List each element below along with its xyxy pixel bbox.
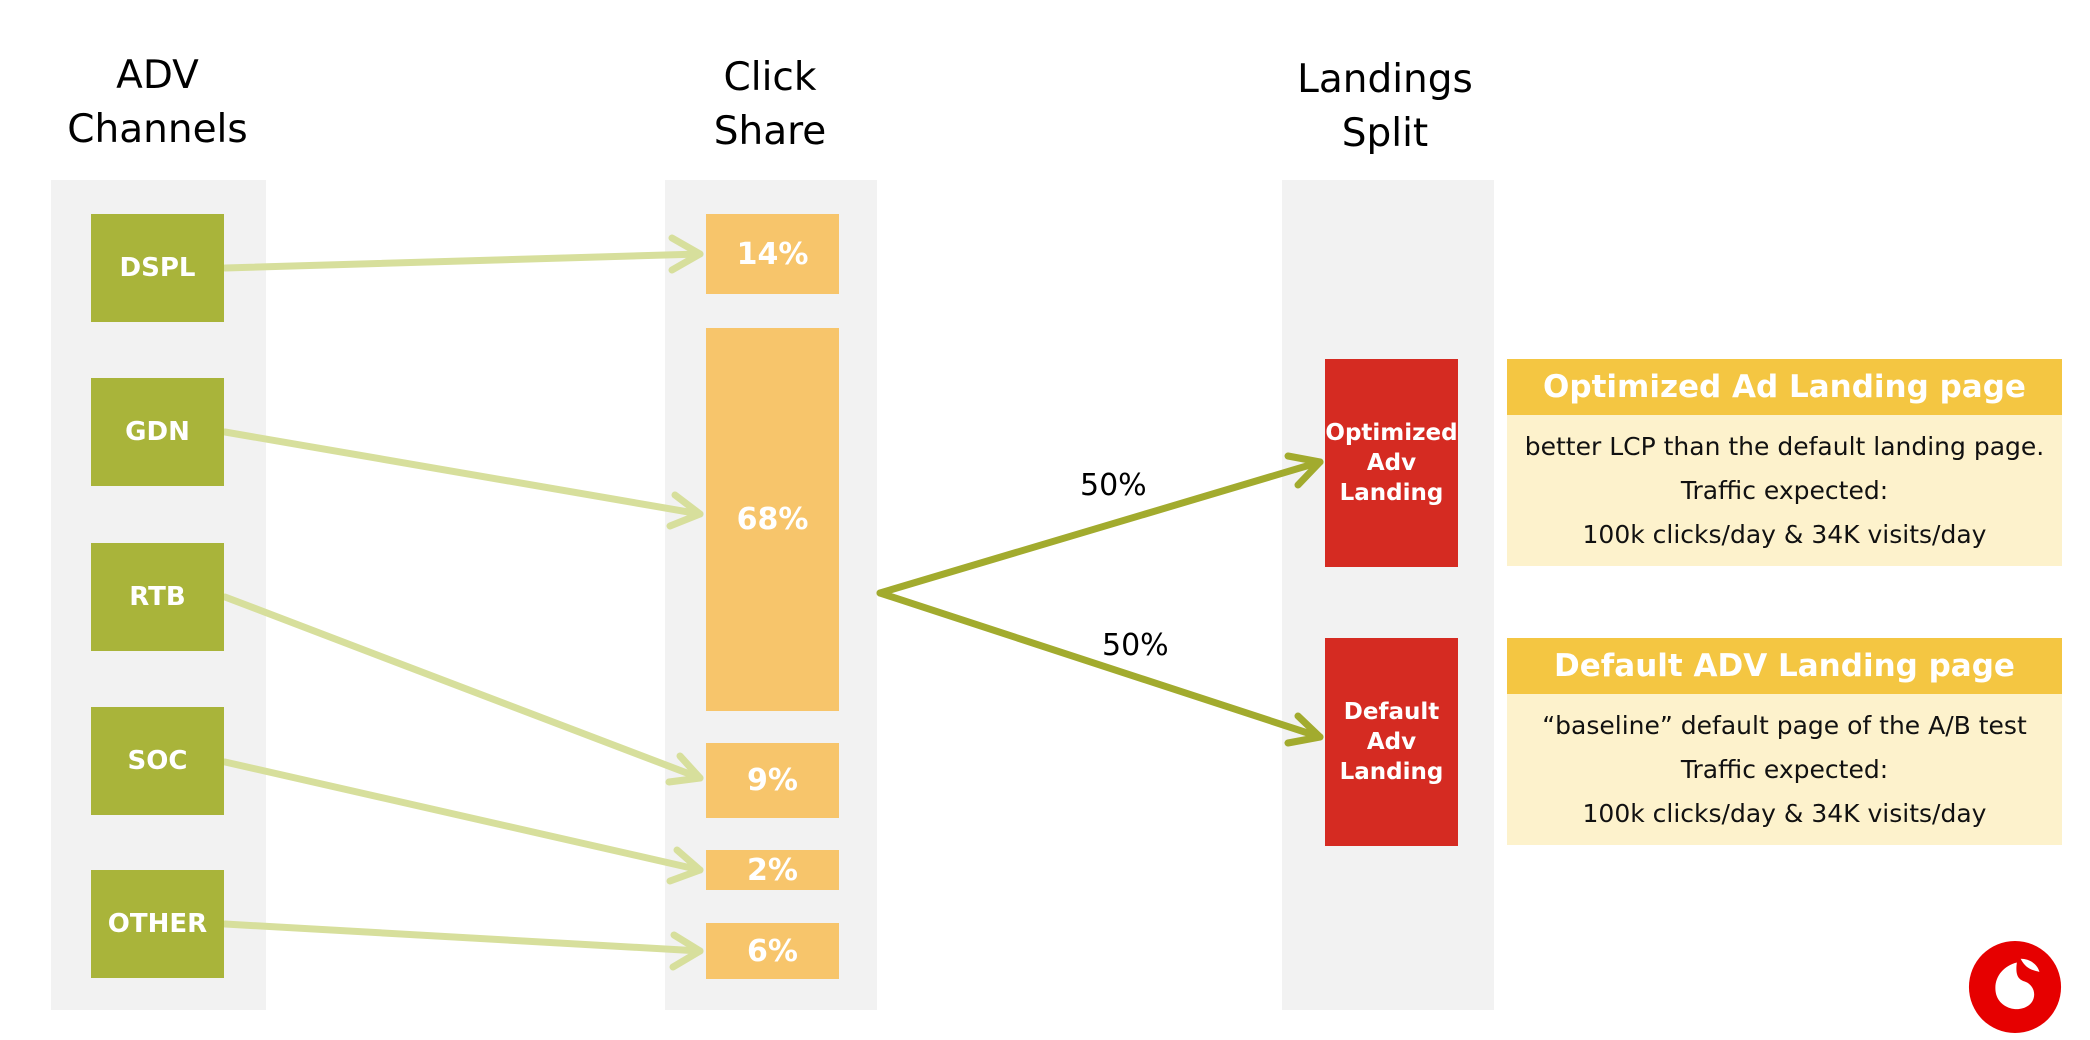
optimized-info-title: Optimized Ad Landing page: [1507, 359, 2062, 415]
arrowhead-other: [669, 931, 704, 971]
share-column-title: Click Share: [660, 51, 880, 159]
channel-soc: SOC: [91, 707, 224, 815]
channel-dspl: DSPL: [91, 214, 224, 322]
landings-title-line1: Landings: [1297, 57, 1473, 102]
optimized-info-line2: Traffic expected:: [1680, 475, 1889, 505]
optimized-info-line3: 100k clicks/day & 34K visits/day: [1582, 519, 1987, 549]
channels-title-line2: Channels: [67, 107, 248, 152]
landings-panel: [1282, 180, 1494, 1010]
landings-title-line2: Split: [1341, 111, 1429, 156]
landing-default-line2: Adv: [1366, 729, 1417, 755]
landing-default-line3: Landing: [1339, 759, 1444, 785]
share-soc: 2%: [706, 850, 839, 890]
landing-default-line1: Default: [1343, 699, 1440, 725]
channel-rtb-label: RTB: [129, 582, 186, 612]
landings-column-title: Landings Split: [1270, 53, 1500, 161]
landing-optimized: Optimized Adv Landing: [1325, 359, 1458, 567]
share-gdn-label: 68%: [736, 502, 809, 537]
share-rtb: 9%: [706, 743, 839, 818]
share-title-line1: Click: [723, 55, 817, 100]
channel-to-share-arrows: [221, 234, 704, 971]
arrow-dspl: [221, 250, 704, 272]
channel-dspl-label: DSPL: [119, 253, 196, 283]
arrow-to-default: [876, 589, 1324, 741]
landing-default: Default Adv Landing: [1325, 638, 1458, 846]
arrowhead-default: [1284, 712, 1324, 747]
share-gdn: 68%: [706, 328, 839, 711]
vodafone-logo-icon: [1968, 940, 2062, 1034]
default-info-body: “baseline” default page of the A/B test …: [1507, 694, 2062, 845]
arrowhead-optimized: [1284, 452, 1324, 489]
default-info-title: Default ADV Landing page: [1507, 638, 2062, 694]
arrowhead-dspl: [668, 234, 704, 274]
channel-gdn: GDN: [91, 378, 224, 486]
arrow-other: [221, 920, 704, 955]
arrow-to-optimized: [876, 458, 1324, 597]
split-arrows: [876, 452, 1324, 747]
channel-soc-label: SOC: [127, 746, 188, 776]
share-dspl: 14%: [706, 214, 839, 294]
share-rtb-label: 9%: [747, 763, 798, 798]
arrow-soc: [221, 758, 704, 874]
share-title-line2: Share: [713, 109, 827, 154]
landing-optimized-line1: Optimized: [1325, 420, 1458, 446]
split-bottom-percent: 50%: [1102, 628, 1169, 663]
arrow-rtb: [221, 593, 704, 782]
arrowhead-rtb: [665, 752, 704, 786]
default-info-line1: “baseline” default page of the A/B test: [1542, 710, 2027, 740]
share-soc-label: 2%: [747, 852, 798, 888]
split-top-percent: 50%: [1080, 468, 1147, 503]
default-info-line2: Traffic expected:: [1680, 754, 1889, 784]
share-dspl-label: 14%: [736, 236, 809, 272]
landing-optimized-line3: Landing: [1339, 480, 1444, 506]
default-info-line3: 100k clicks/day & 34K visits/day: [1582, 798, 1987, 828]
channel-rtb: RTB: [91, 543, 224, 651]
arrowhead-gdn: [666, 491, 704, 530]
share-other: 6%: [706, 923, 839, 979]
share-other-label: 6%: [747, 933, 798, 969]
channels-title-line1: ADV: [116, 53, 199, 98]
landing-optimized-line2: Adv: [1366, 450, 1417, 476]
arrowhead-soc: [666, 846, 704, 885]
channel-other: OTHER: [91, 870, 224, 978]
optimized-info-line1: better LCP than the default landing page…: [1524, 431, 2045, 461]
channel-other-label: OTHER: [107, 909, 208, 939]
arrow-gdn: [221, 428, 704, 518]
channel-gdn-label: GDN: [125, 417, 190, 447]
optimized-info-body: better LCP than the default landing page…: [1507, 415, 2062, 566]
channels-column-title: ADV Channels: [40, 49, 275, 157]
